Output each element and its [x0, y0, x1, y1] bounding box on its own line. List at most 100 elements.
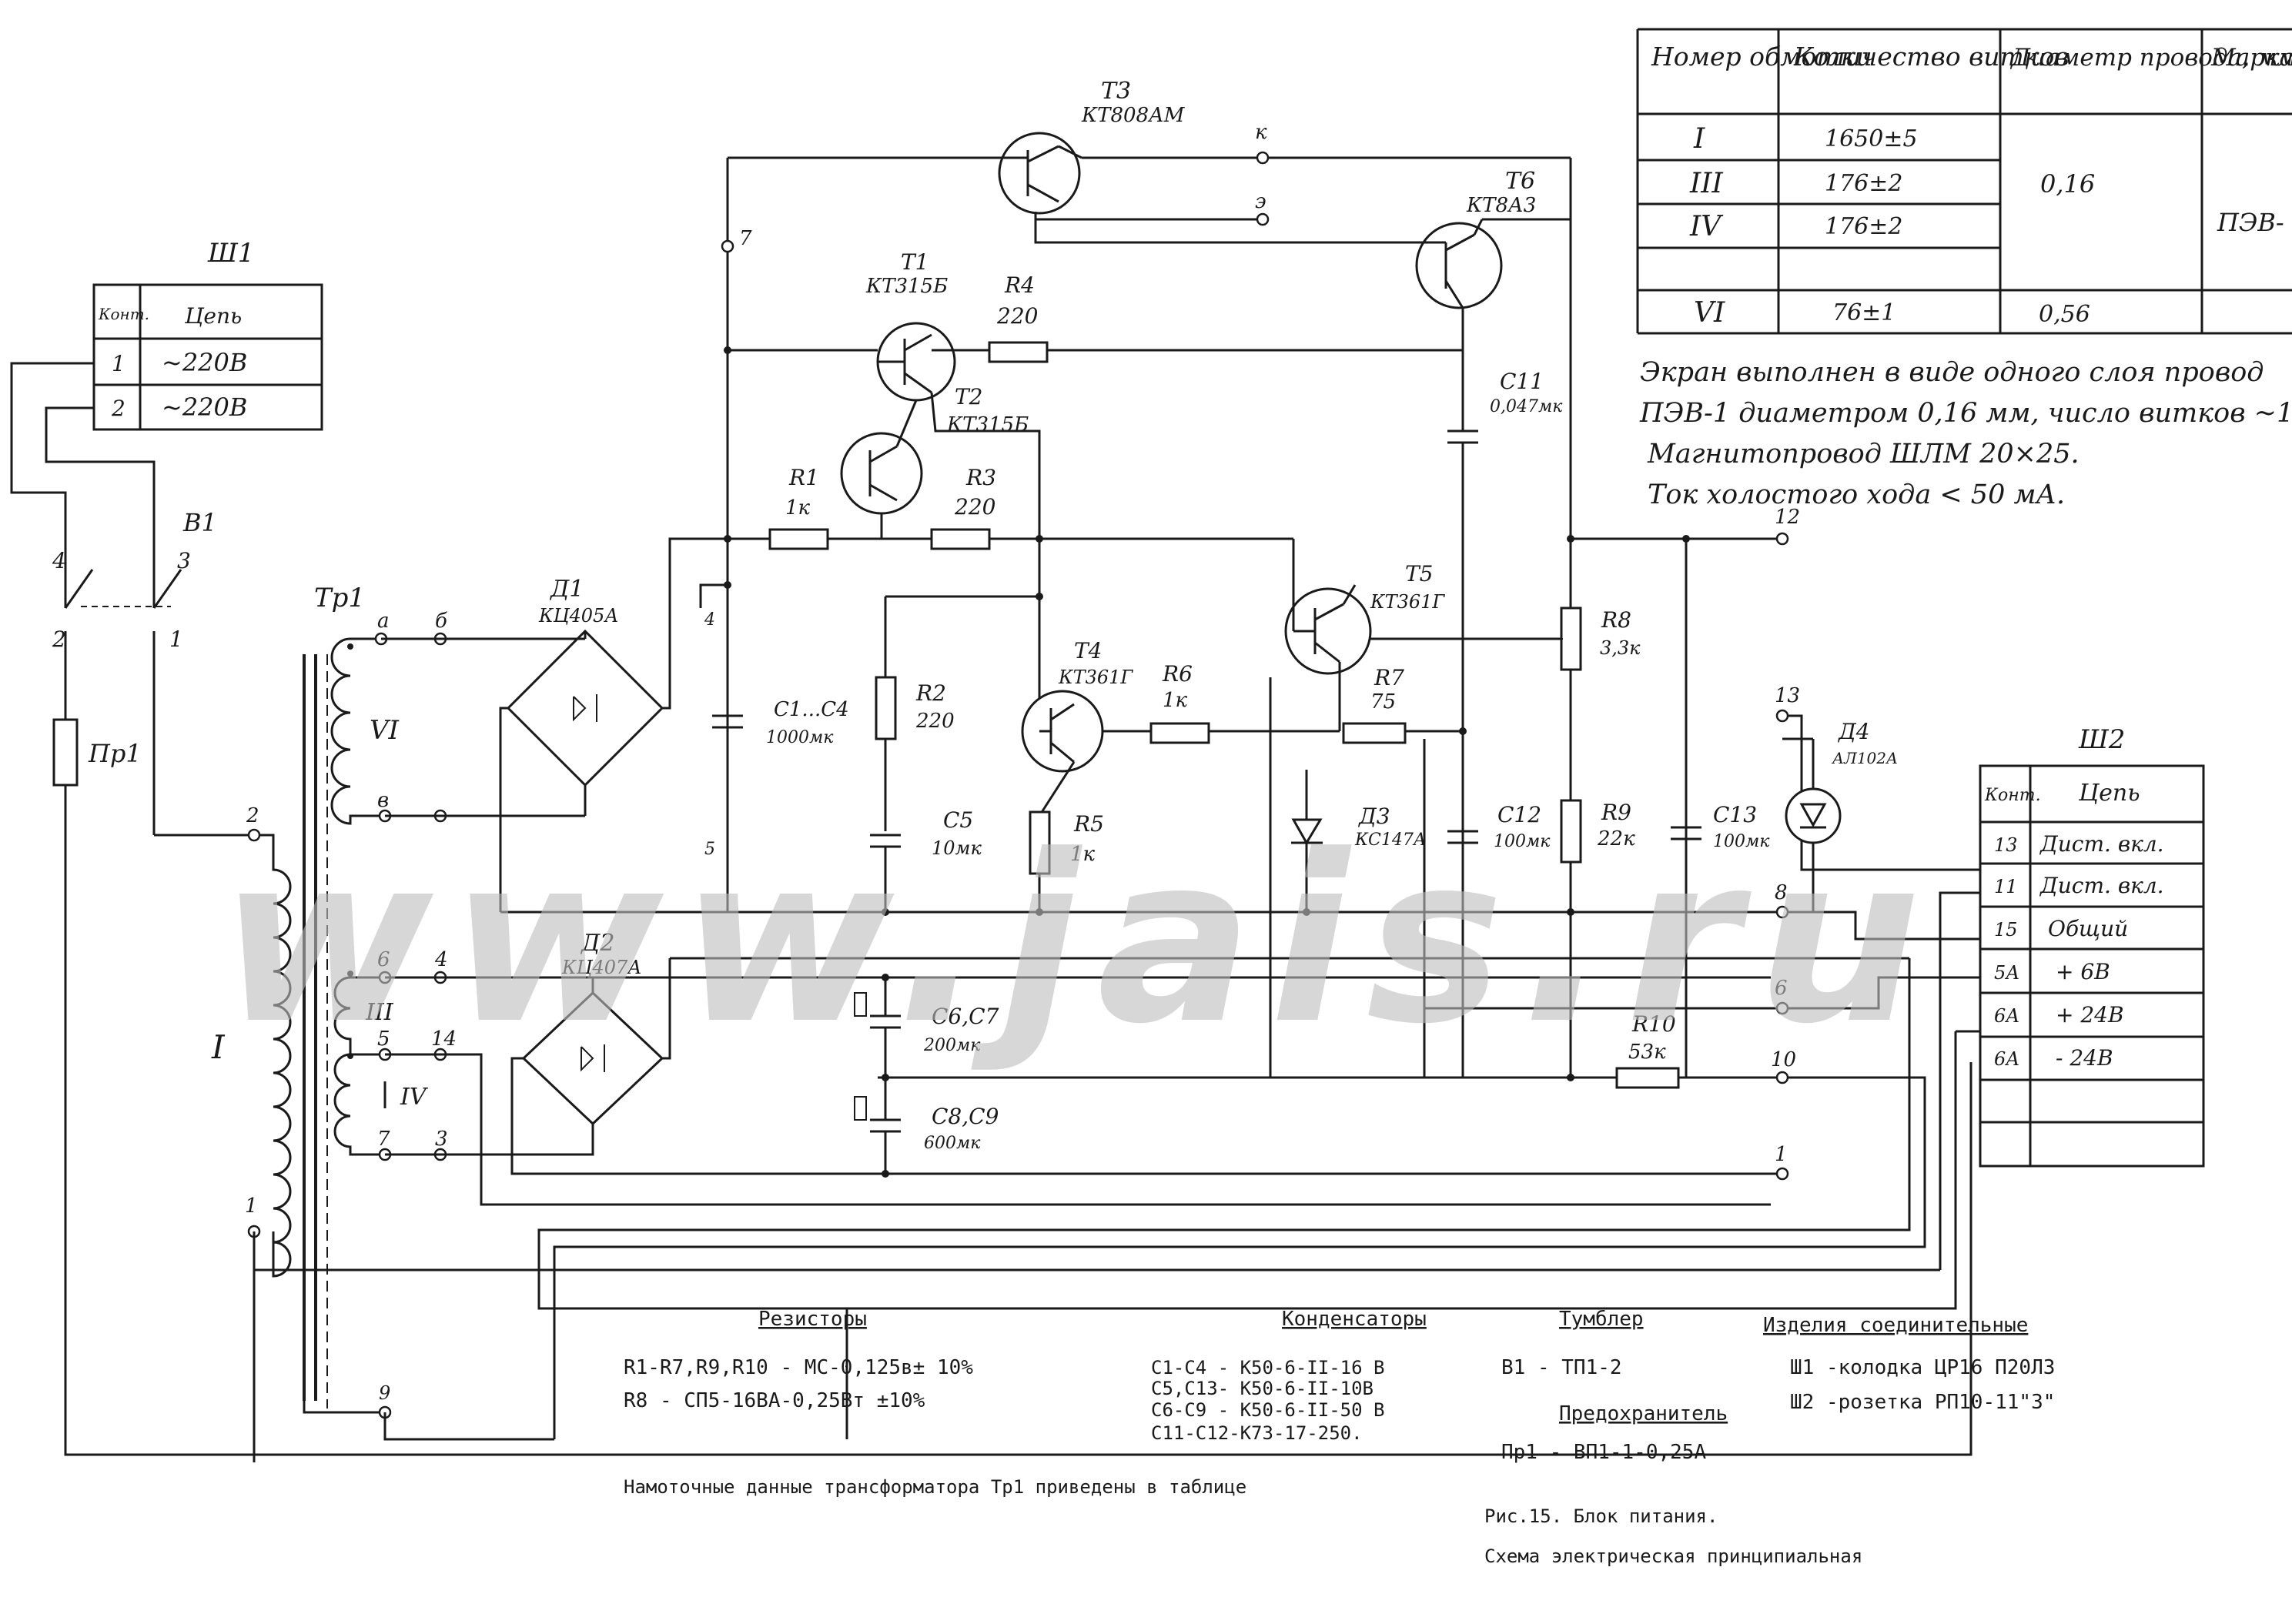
r5-value: 1к — [1070, 843, 1096, 866]
r1-ref: R1 — [788, 465, 819, 490]
legend-winding-note: Намоточные данные трансформатора Тр1 при… — [624, 1476, 1246, 1498]
legend-resistors-title: Резисторы — [758, 1308, 867, 1331]
legend: Резисторы R1-R7,R9,R10 - МС-0,125в± 10% … — [624, 1308, 2055, 1567]
t1-type: КТ315Б — [865, 275, 948, 298]
winding-table: Номер обмотки Количество витков Диаметр … — [1636, 28, 2292, 335]
w2-row-2-contact: 11 — [1994, 876, 2018, 897]
primary-winding — [254, 834, 292, 1278]
switch-v1-label: В1 — [182, 508, 217, 537]
term-8: 8 — [1775, 881, 1788, 904]
legend-resistors-1: R1-R7,R9,R10 - МС-0,125в± 10% — [624, 1356, 973, 1379]
c1-value: 1000мк — [766, 728, 834, 747]
table-row-5-winding: VI — [1694, 297, 1725, 329]
w2-row-6-contact: 6А — [1994, 1048, 2019, 1070]
resistor-r2: R2 220 — [875, 595, 1039, 831]
table-diameter-merged: 0,16 — [2040, 169, 2095, 199]
table-row-3-turns: 176±2 — [1825, 213, 1902, 240]
c1-ref: С1...С4 — [774, 698, 849, 721]
d3-type: КС147А — [1354, 830, 1427, 850]
w1-row-2-circuit: ~220В — [162, 393, 247, 422]
w2-title: Ш2 — [2078, 724, 2125, 755]
note-line-2: ПЭВ-1 диаметром 0,16 мм, число витков ~1… — [1639, 398, 2292, 429]
c8-value: 600мк — [924, 1134, 981, 1153]
w1-row-2-contact: 2 — [111, 396, 125, 421]
t4-type: КТ361Г — [1058, 667, 1133, 688]
legend-toggle-title: Тумблер — [1559, 1308, 1644, 1331]
table-mark-merged: ПЭВ- — [2217, 208, 2284, 237]
c6-ref: С6,С7 — [932, 1004, 999, 1029]
r9-value: 22к — [1597, 827, 1635, 850]
w1-title: Ш1 — [207, 238, 254, 269]
capacitor-c13: С13 100мк — [1671, 802, 1770, 851]
r4-value: 220 — [996, 303, 1038, 329]
c5-value: 10мк — [932, 837, 982, 859]
legend-cap-1: С1-С4 - К50-6-II-16 В — [1151, 1357, 1384, 1378]
transistor-t5: Т5 КТ361Г — [1284, 539, 1563, 731]
transformer-label: Тр1 — [314, 583, 365, 613]
transformer-tr1: Тр1 2 1 I VI а б в III 6 4 — [211, 583, 457, 1462]
transistor-t1: Т1 КТ315Б — [865, 249, 956, 402]
iii-pin-4: 4 — [434, 948, 448, 971]
figure-caption-1: Рис.15. Блок питания. — [1484, 1505, 1718, 1527]
d3-ref: Д3 — [1357, 804, 1390, 829]
table-row-2-winding: III — [1689, 168, 1723, 199]
table-row-2-turns: 176±2 — [1825, 170, 1902, 197]
term-1: 1 — [1775, 1143, 1788, 1166]
t1-ref: Т1 — [901, 249, 929, 275]
t6-type: КТ8А3 — [1466, 194, 1536, 217]
w2-header-contact: Конт. — [1984, 786, 2041, 805]
capacitor-c8-c9: С8,С9 600мк — [854, 1078, 999, 1174]
c12-value: 100мк — [1494, 832, 1551, 851]
r6-ref: R6 — [1162, 661, 1193, 687]
transformer-notes: Экран выполнен в виде одного слоя провод… — [1639, 357, 2292, 510]
fuse-symbol — [52, 718, 79, 787]
transistor-t6: Т6 КТ8А3 — [1263, 168, 1571, 416]
w1-header-contact: Конт. — [98, 305, 149, 323]
table-header-turns: Количество витков — [1793, 42, 2069, 72]
w2-row-5-contact: 6А — [1994, 1005, 2019, 1027]
primary-pin-2: 2 — [246, 804, 259, 827]
r5-ref: R5 — [1073, 811, 1104, 837]
winding-III-label: III — [365, 999, 394, 1026]
transistor-t2: Т2 КТ315Б — [840, 384, 1041, 739]
winding-VI-label: VI — [370, 715, 400, 746]
output-terminals: 12 13 8 6 10 1 к э 7 — [721, 121, 1800, 1181]
term-6: 6 — [1775, 977, 1788, 1000]
switch-pin-1: 1 — [169, 627, 183, 652]
w1-header-circuit: Цепь — [184, 303, 242, 329]
legend-conn-1: Ш1 -колодка ЦР16 П20Л3 — [1790, 1356, 2055, 1379]
capacitor-c6-c7: С6,С7 200мк — [854, 977, 999, 1078]
resistor-r9: R9 22к — [1560, 799, 1635, 912]
c12-ref: С12 — [1497, 802, 1541, 827]
r10-value: 53к — [1628, 1041, 1666, 1064]
c5-ref: С5 — [943, 807, 973, 833]
r8-value: 3,3к — [1600, 637, 1641, 659]
r4-ref: R4 — [1004, 272, 1035, 298]
table-row-5-turns: 76±1 — [1832, 299, 1896, 326]
connector-w1: Ш1 Конт. Цепь 1 ~220В 2 ~220В — [92, 238, 323, 431]
vi-pin-a: а — [377, 610, 390, 633]
transistor-t4: Т4 КТ361Г — [1021, 638, 1151, 817]
resistor-r3: R3 220 — [930, 465, 1039, 550]
w2-row-4-contact: 5А — [1994, 962, 2019, 984]
w2-row-3-circuit: Общий — [2048, 916, 2128, 941]
legend-toggle-1: В1 - ТП1-2 — [1501, 1356, 1622, 1379]
table-header-diameter: Диаметр провода, мм — [2009, 44, 2292, 72]
d4-ref: Д4 — [1837, 719, 1870, 744]
fuse-label: Пр1 — [88, 739, 142, 768]
r2-ref: R2 — [915, 680, 946, 706]
vi-pin-v: в — [377, 789, 389, 812]
c1-pin-5: 5 — [704, 840, 715, 859]
legend-fuse-title: Предохранитель — [1559, 1402, 1728, 1425]
w2-row-1-circuit: Дист. вкл. — [2039, 831, 2164, 857]
term-7: 7 — [739, 227, 752, 250]
switch-pin-4: 4 — [52, 548, 66, 573]
w1-row-1-circuit: ~220В — [162, 348, 247, 377]
resistor-r1: R1 1к — [728, 465, 932, 550]
t2-type: КТ315Б — [946, 413, 1029, 436]
r2-value: 220 — [915, 710, 955, 733]
winding-III — [333, 976, 385, 1056]
term-12: 12 — [1775, 506, 1800, 529]
w1-row-1-contact: 1 — [112, 351, 125, 376]
